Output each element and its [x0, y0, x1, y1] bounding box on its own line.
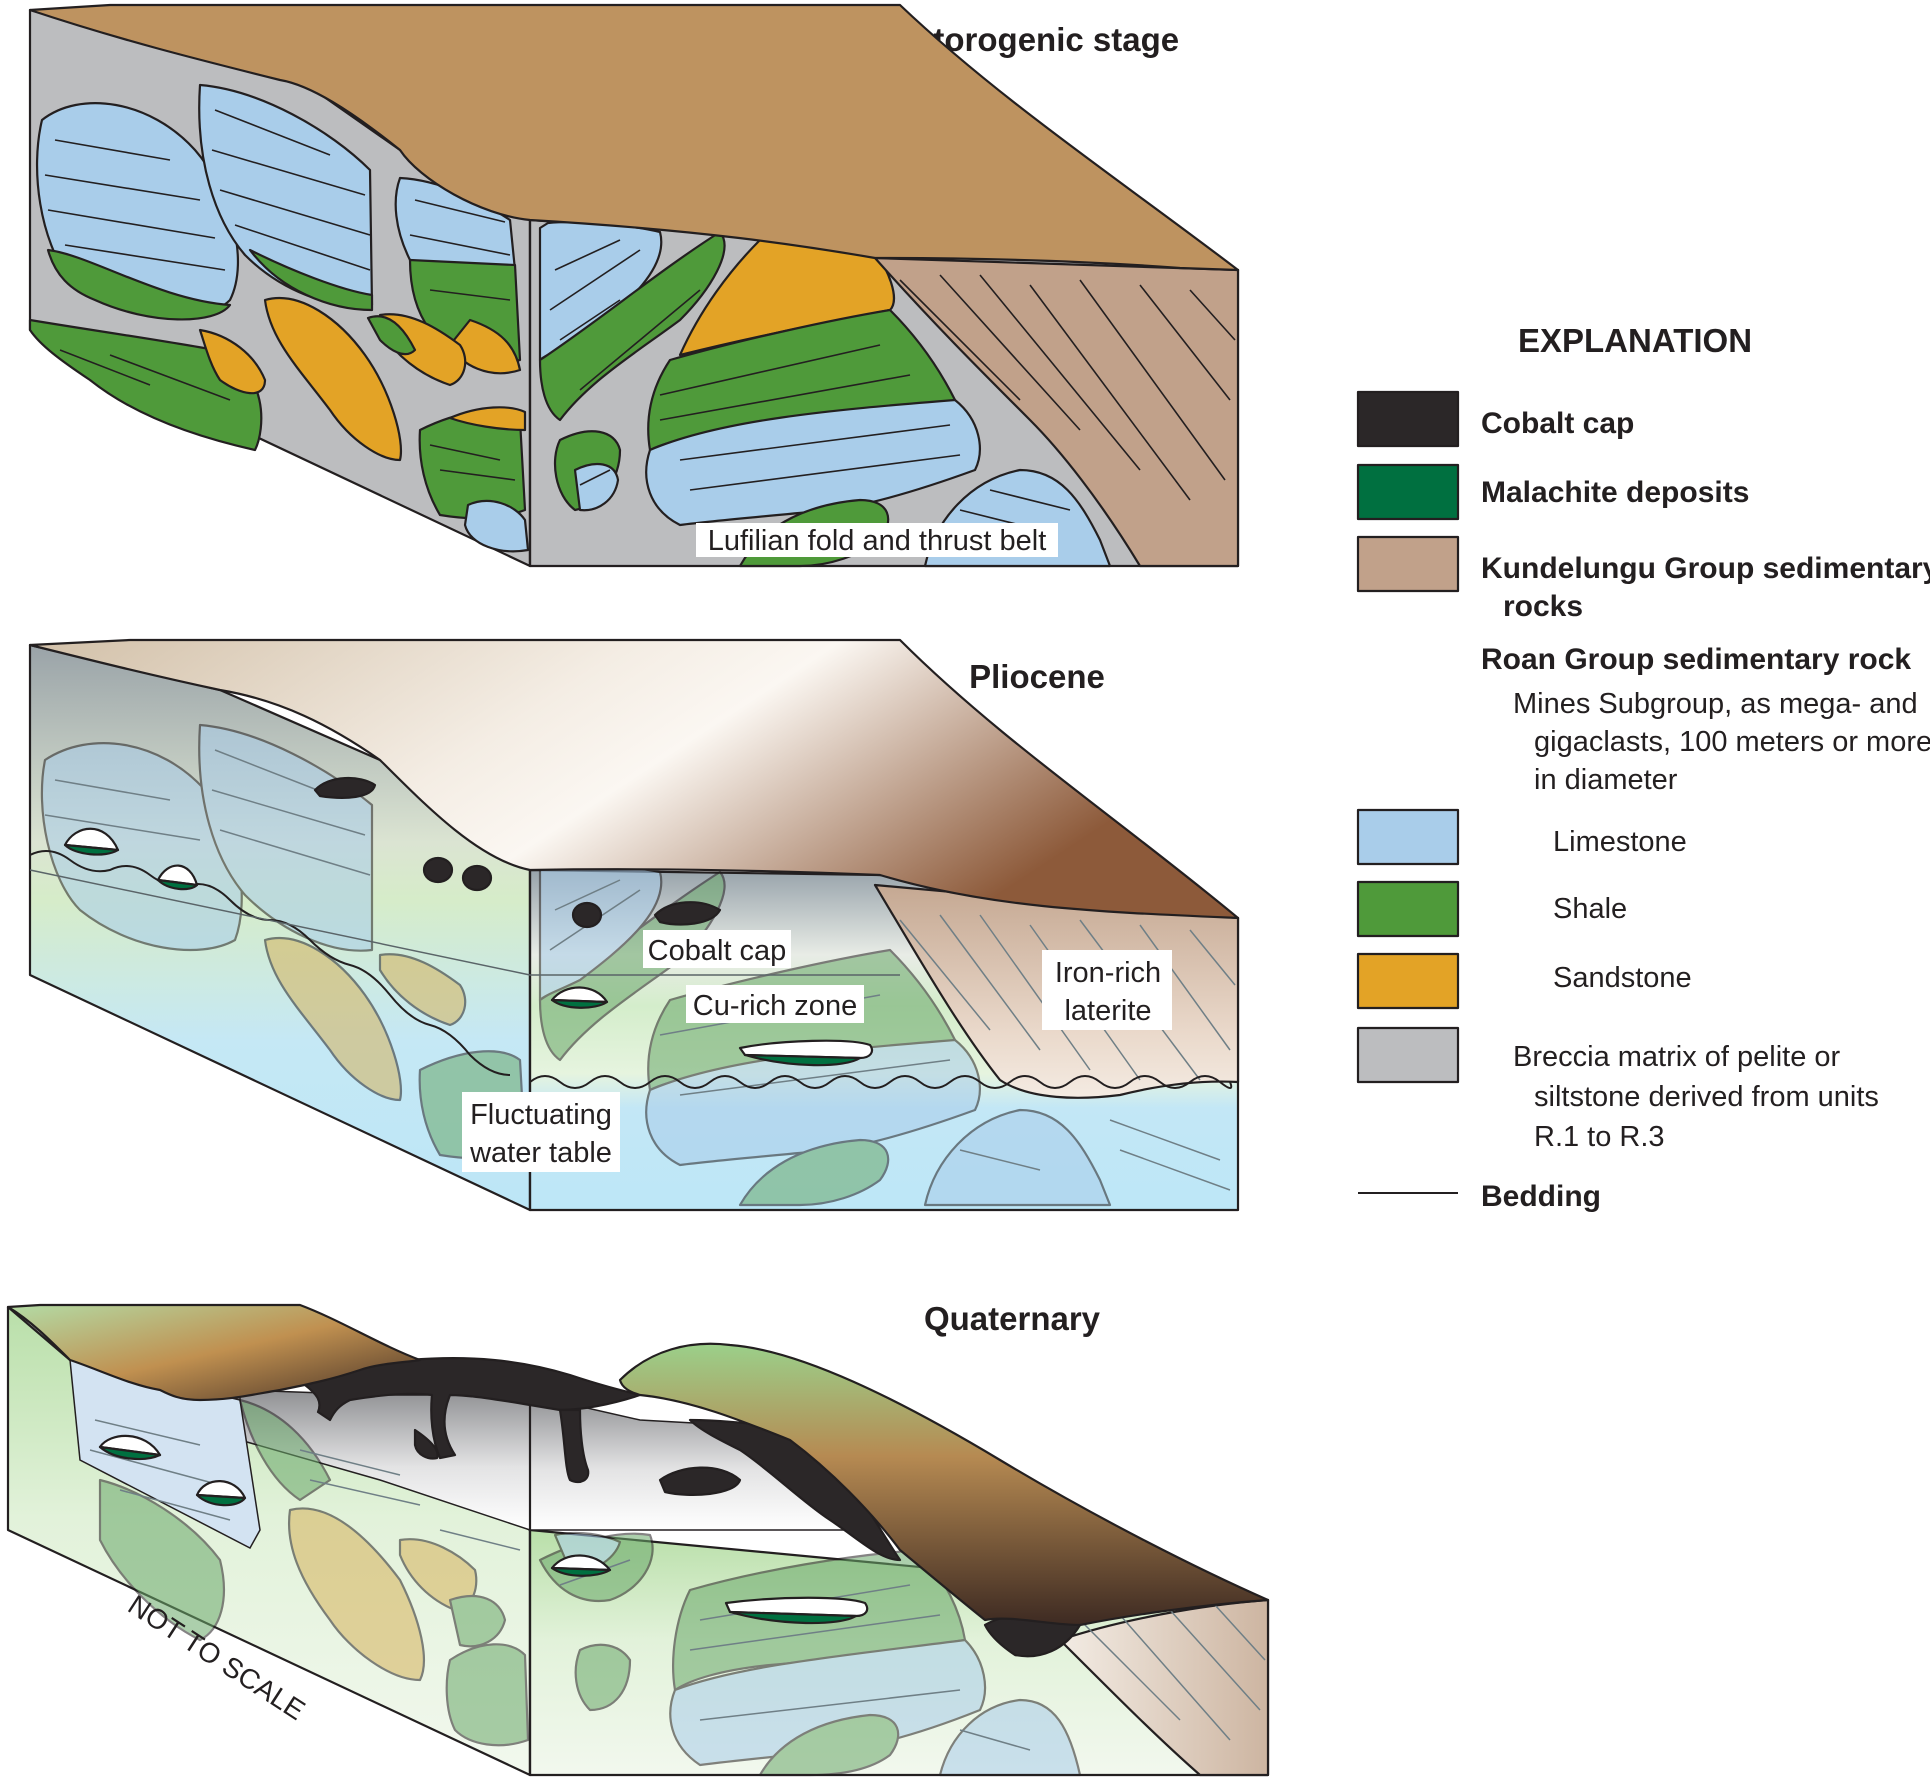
legend-swatch-breccia: [1356, 1026, 1460, 1084]
water-table-label: water table: [469, 1137, 612, 1169]
clast-shale: [538, 230, 726, 422]
water-table-front: [529, 1075, 1233, 1089]
cu-rich-zone-label: Cu-rich zone: [693, 990, 857, 1022]
stage-title-pliocene: Pliocene: [969, 658, 1105, 695]
bedding-lines-block1: [44, 109, 1236, 531]
legend-swatch-malachite: [1356, 463, 1460, 521]
side-zone-line: [29, 869, 531, 976]
pliocene-block: Pliocene: [28, 638, 1240, 1212]
clast-sandstone: [263, 297, 402, 462]
label-box: [686, 985, 864, 1023]
legend-label-kundelungu-1: Kundelungu Group sedimentary: [1481, 552, 1930, 585]
legend-label-kundelungu-2: rocks: [1503, 590, 1583, 623]
legend-label-breccia-3: R.1 to R.3: [1534, 1121, 1665, 1153]
legend-title: EXPLANATION: [1518, 322, 1752, 359]
block3-top-ridge: [618, 1342, 1270, 1627]
clast-sandstone: [198, 328, 267, 395]
stage-title-quaternary: Quaternary: [924, 1300, 1101, 1337]
laterite-label: laterite: [1064, 995, 1151, 1027]
legend-swatch-kundelungu: [1356, 535, 1460, 593]
cobalt-pods-pliocene: [313, 776, 722, 929]
legend-label-malachite: Malachite deposits: [1481, 476, 1749, 509]
malachite-pods-quaternary: [98, 1434, 869, 1625]
clast-limestone: [463, 500, 530, 553]
legend-swatch-limestone: [1356, 808, 1460, 866]
legend-swatch-shale: [1356, 880, 1460, 938]
clast-shale: [46, 248, 232, 321]
legend-label-mines-1: Mines Subgroup, as mega- and: [1513, 688, 1918, 720]
malachite-pods-pliocene: [63, 827, 874, 1067]
legend-label-shale: Shale: [1553, 893, 1627, 925]
cobalt-cap-label: Cobalt cap: [648, 935, 787, 967]
legend-label-breccia-1: Breccia matrix of pelite or: [1513, 1041, 1841, 1073]
clast-shale: [28, 318, 263, 452]
bedding-lines-block2: [44, 749, 1236, 1191]
legend-label-mines-2: gigaclasts, 100 meters or more: [1534, 726, 1930, 758]
legend-label-roan: Roan Group sedimentary rock: [1481, 643, 1911, 676]
kundelungu-wedge-quaternary: [1058, 1598, 1270, 1777]
label-box: [462, 1092, 620, 1172]
postorogenic-block: Postorogenic stage: [28, 3, 1240, 568]
block1-top-surface: [28, 3, 1240, 272]
quaternary-block: Quaternary: [6, 1300, 1270, 1777]
legend-swatch-sandstone: [1356, 952, 1460, 1010]
kundelungu-wedge: [873, 256, 1240, 568]
legend: EXPLANATION Cobalt cap Malachite deposit…: [1356, 322, 1930, 1213]
fluctuating-label: Fluctuating: [470, 1099, 612, 1131]
legend-label-sandstone: Sandstone: [1553, 962, 1692, 994]
label-box: [1042, 950, 1172, 1030]
block2-top-surface: [28, 638, 1240, 920]
label-box: [643, 930, 791, 968]
clast-sandstone: [448, 406, 527, 432]
legend-label-mines-3: in diameter: [1534, 764, 1678, 796]
label-box: [696, 523, 1058, 557]
block3-top-left: [6, 1303, 422, 1402]
lufilian-belt-label: Lufilian fold and thrust belt: [708, 525, 1047, 557]
legend-label-breccia-2: siltstone derived from units: [1534, 1081, 1879, 1113]
legend-swatch-cobalt: [1356, 390, 1460, 448]
clast-limestone: [573, 462, 620, 512]
iron-rich-label: Iron-rich: [1055, 957, 1161, 989]
legend-label-cobalt: Cobalt cap: [1481, 407, 1634, 440]
legend-label-limestone: Limestone: [1553, 826, 1687, 858]
legend-label-bedding: Bedding: [1481, 1180, 1601, 1213]
clast-shale: [248, 248, 374, 312]
bedding-lines-block3: [89, 1419, 1266, 1751]
cobalt-crust-quaternary: [303, 1357, 1082, 1658]
clast-shale: [366, 315, 417, 356]
